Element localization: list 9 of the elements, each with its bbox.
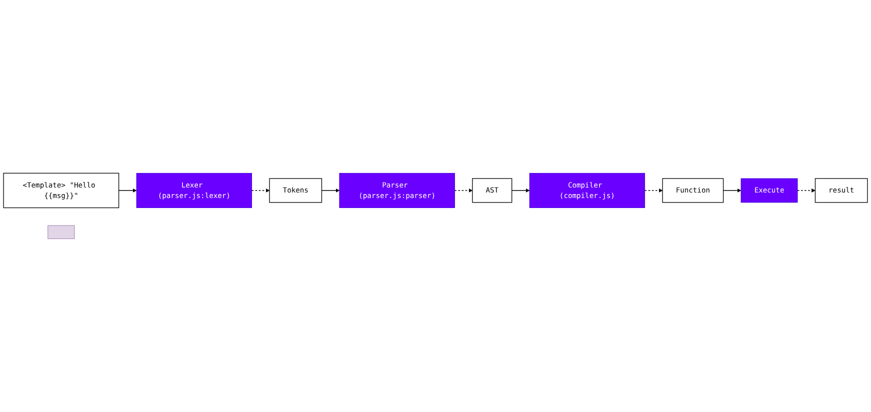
- arrow: [454, 188, 473, 192]
- node-box: [48, 225, 75, 240]
- arrow: [644, 188, 663, 192]
- arrow: [512, 188, 530, 192]
- arrow: [722, 188, 742, 192]
- arrow: [251, 188, 270, 192]
- arrow: [797, 188, 816, 192]
- arrow: [118, 188, 137, 192]
- arrow: [321, 188, 340, 192]
